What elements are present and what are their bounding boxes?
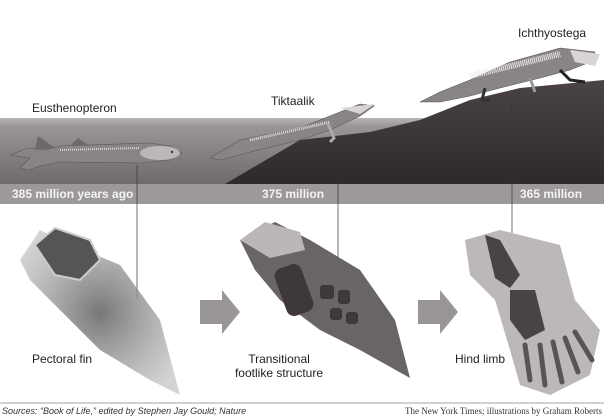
time-label-385: 385 million years ago: [12, 187, 134, 201]
species-label-tiktaalik: Tiktaalik: [271, 94, 315, 108]
credit-note: The New York Times; illustrations by Gra…: [405, 406, 602, 416]
sources-note: Sources: “Book of Life,” edited by Steph…: [2, 406, 247, 416]
species-label-eusthenopteron: Eusthenopteron: [32, 101, 117, 115]
time-label-365: 365 million: [520, 187, 583, 201]
arrow-icon: [418, 290, 458, 334]
tiktaalik-illustration: [209, 103, 375, 161]
hind-limb-illustration: [465, 230, 600, 395]
caption-pectoral-fin: Pectoral fin: [32, 352, 93, 366]
transitional-structure-illustration: [240, 222, 410, 378]
caption-transitional-line1: Transitional: [248, 352, 310, 366]
eusthenopteron-illustration: [8, 136, 183, 171]
caption-transitional-line2: footlike structure: [234, 366, 324, 380]
land-slope: [225, 80, 604, 184]
arrow-icon: [200, 290, 240, 334]
timeline-band: [0, 184, 604, 204]
ichthyostega-illustration: [419, 47, 600, 103]
pectoral-fin-illustration: [20, 226, 180, 395]
time-label-375: 375 million: [262, 187, 325, 201]
species-label-ichthyostega: Ichthyostega: [518, 26, 587, 40]
caption-transitional-structure: Transitional footlike structure: [234, 352, 324, 380]
caption-hind-limb: Hind limb: [455, 352, 506, 366]
